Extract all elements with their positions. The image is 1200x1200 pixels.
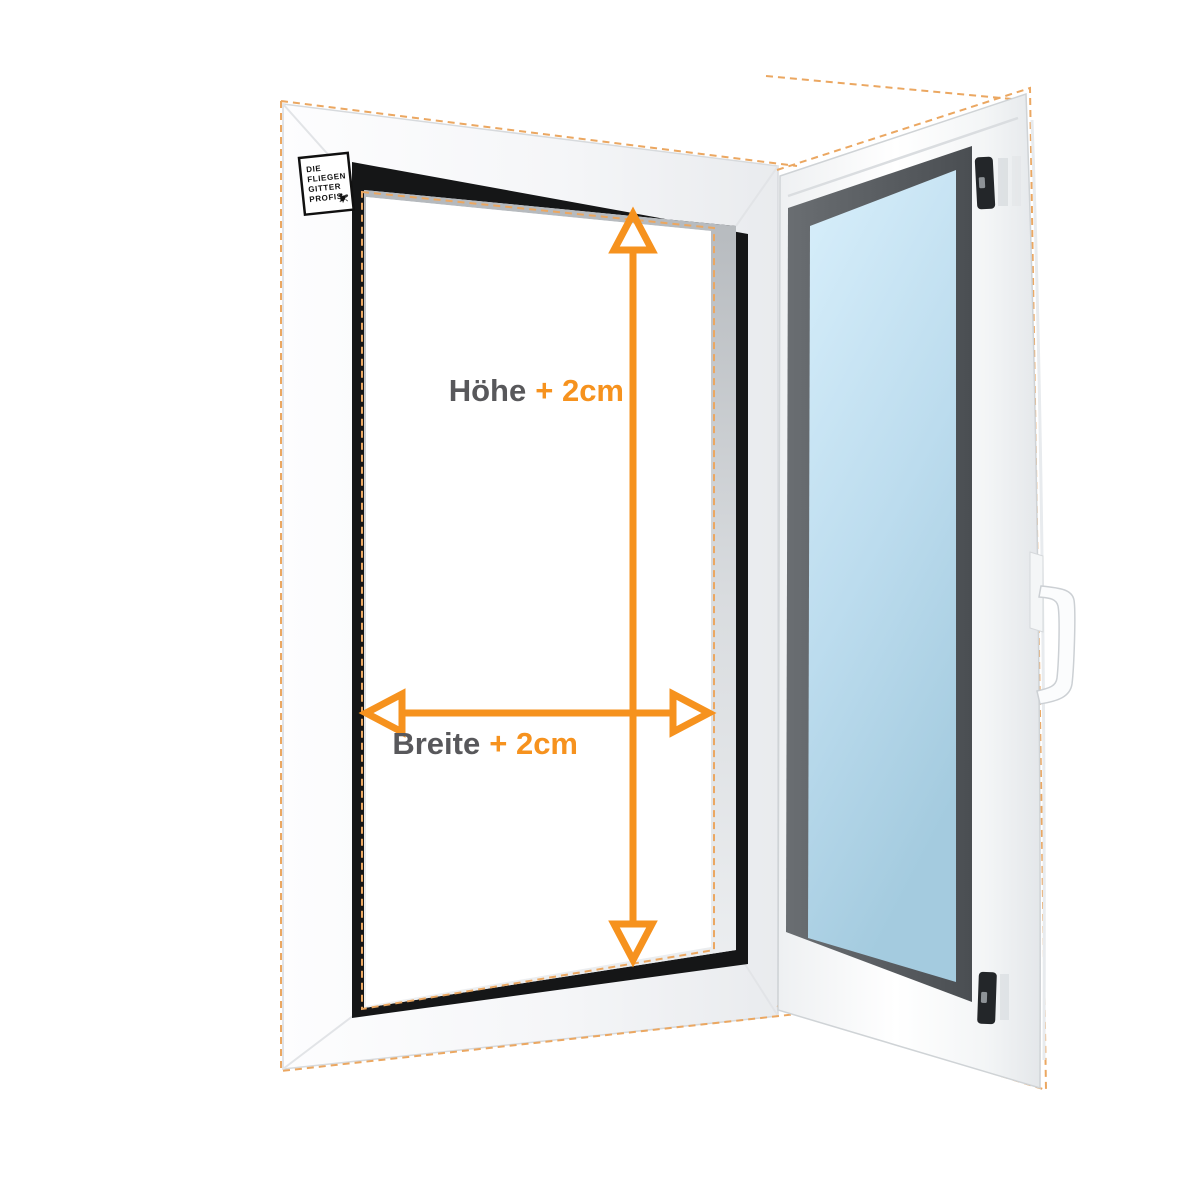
height-label-text: Höhe: [449, 373, 527, 408]
height-label: Höhe+ 2cm: [449, 373, 624, 408]
sash-glass: [808, 170, 956, 982]
screen-outline-inner: [361, 190, 715, 1011]
frame-opening: [366, 197, 711, 1006]
height-arrow-head-bottom: [608, 920, 658, 968]
lock-keeper-top: [974, 156, 1021, 210]
logo-badge: DIE FLIEGEN GITTER PROFIS: [297, 151, 356, 217]
screen-outline-top-extension: [765, 75, 1013, 100]
screen-outline-outer: [280, 100, 798, 1073]
height-arrow-head-top: [608, 206, 658, 254]
window-handle: [1029, 551, 1076, 705]
lock-keeper-bottom: [977, 971, 1009, 1025]
width-arrow-head-right: [669, 688, 717, 738]
height-arrow: [608, 206, 658, 968]
height-label-value: + 2cm: [535, 373, 624, 408]
logo-line-3: GITTER: [308, 182, 342, 194]
logo-line-2: FLIEGEN: [307, 171, 347, 184]
width-arrow: [358, 688, 717, 738]
sash-profile-ridge: [787, 116, 1019, 198]
window-sash: [777, 92, 1076, 1090]
width-label-text: Breite: [392, 726, 480, 761]
window-frame: [282, 103, 779, 1070]
handle-plate: [1029, 551, 1044, 633]
logo-line-1: DIE: [306, 164, 322, 175]
frame-miter-lines: [282, 103, 779, 1070]
fly-icon: [339, 193, 349, 203]
logo-line-4: PROFIS: [309, 192, 343, 204]
width-label-value: + 2cm: [489, 726, 578, 761]
sash-edge-highlight: [1030, 119, 1046, 1061]
width-label: Breite + 2cm: [392, 726, 578, 761]
handle-grip: [1036, 585, 1076, 705]
width-arrow-head-left: [358, 688, 406, 738]
logo-badge-frame: [297, 151, 356, 217]
